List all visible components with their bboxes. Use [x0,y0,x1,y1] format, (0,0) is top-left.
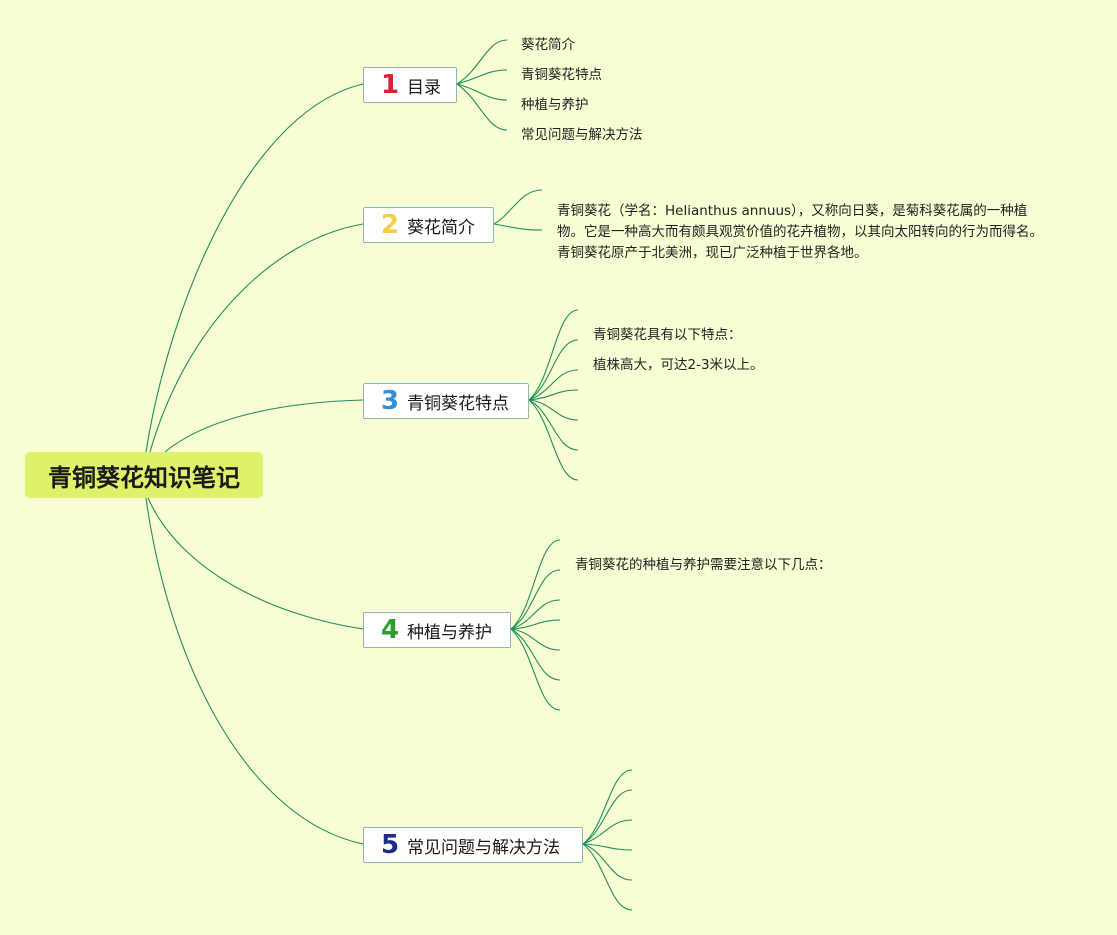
topic-label: 葵花简介 [407,217,475,238]
connector-topic-3-leaf-2 [528,339,579,401]
connector-root-topic-4 [147,497,364,630]
topic-label: 种植与养护 [407,622,492,643]
connector-topic-3-leaf-4 [528,389,579,401]
connector-topic-4-leaf-7 [510,628,561,711]
connector-topic-5-leaf-4 [582,843,633,851]
topic-features[interactable]: 3 青铜葵花特点 [363,383,529,419]
connector-topic-5-leaf-1 [582,769,633,845]
number-1-icon: 1 [380,70,400,100]
subtopic-item[interactable]: 青铜葵花的种植与养护需要注意以下几点： [575,557,832,573]
connector-topic-4-leaf-4 [510,619,561,630]
subtopic-paragraph[interactable]: 青铜葵花（学名：Helianthus annuus），又称向日葵，是菊科葵花属的… [557,203,1043,261]
connector-topic-3-leaf-7 [528,399,579,481]
connector-topic-1-leaf-1 [456,39,508,85]
connector-topic-4-leaf-1 [510,539,561,630]
connector-root-topic-1 [145,83,364,453]
topic-label: 目录 [407,77,441,98]
subtopic-item[interactable]: 常见问题与解决方法 [521,127,643,143]
connector-root-topic-2 [149,223,364,453]
connector-root-topic-3 [164,399,364,453]
connector-topic-2-leaf-1 [493,189,543,225]
number-4-icon: 4 [380,615,400,645]
topic-planting-care[interactable]: 4 种植与养护 [363,612,511,648]
subtopic-item[interactable]: 种植与养护 [521,97,589,113]
subtopic-item[interactable]: 青铜葵花具有以下特点： [593,327,742,343]
connector-topic-4-leaf-5 [510,628,561,651]
topic-label: 常见问题与解决方法 [407,837,560,858]
subtopic-item[interactable]: 青铜葵花特点 [521,67,602,83]
subtopic-item[interactable]: 葵花简介 [521,37,575,53]
number-5-icon: 5 [380,830,400,860]
root-topic[interactable]: 青铜葵花知识笔记 [25,452,263,498]
connector-topic-4-leaf-6 [510,628,561,681]
connector-topic-1-leaf-4 [456,83,508,131]
connector-topic-1-leaf-3 [456,83,508,101]
number-2-icon: 2 [380,210,400,240]
connector-topic-4-leaf-3 [510,599,561,630]
root-topic-label: 青铜葵花知识笔记 [48,463,240,492]
number-3-icon: 3 [380,386,400,416]
connector-topic-2-leaf-2 [493,223,543,231]
topic-faq[interactable]: 5 常见问题与解决方法 [363,827,583,863]
connector-topic-5-leaf-6 [582,843,633,911]
connector-topic-3-leaf-3 [528,369,579,401]
connector-topic-3-leaf-5 [528,399,579,421]
connector-topic-5-leaf-3 [582,819,633,845]
connector-root-topic-5 [145,497,364,845]
connector-topic-1-leaf-2 [456,69,508,85]
topic-contents[interactable]: 1 目录 [363,67,457,103]
topic-sunflower-intro[interactable]: 2 葵花简介 [363,207,494,243]
subtopic-item[interactable]: 植株高大，可达2-3米以上。 [593,357,764,373]
connector-topic-5-leaf-2 [582,789,633,845]
connector-topic-3-leaf-6 [528,399,579,451]
connector-topic-5-leaf-5 [582,843,633,881]
topic-label: 青铜葵花特点 [407,393,509,414]
connector-topic-3-leaf-1 [528,309,579,401]
connector-topic-4-leaf-2 [510,569,561,630]
